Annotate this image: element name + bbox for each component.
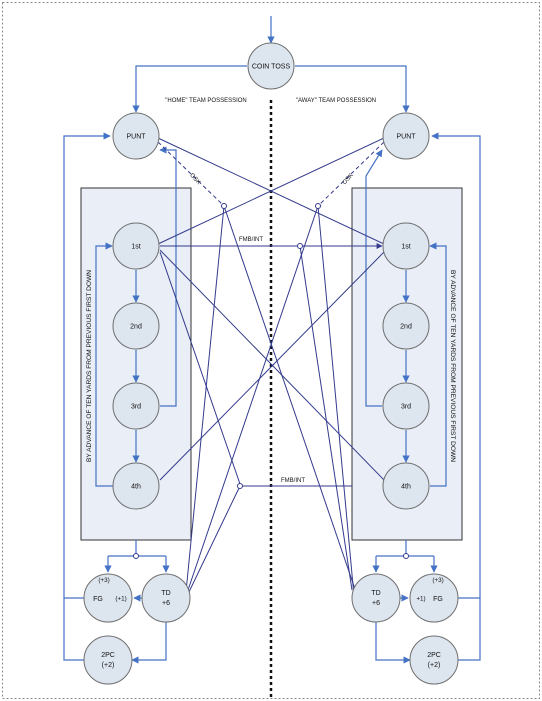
home-possession-label: "HOME" TEAM POSSESSION	[165, 98, 247, 104]
away-fourth-down-node: 4th	[382, 462, 430, 510]
away-first-down-rule-label: BY ADVANCE OF TEN YARDS FROM PREVIOUS FI…	[449, 270, 456, 462]
home-two-point-conversion-node: 2PC (+2)	[83, 635, 133, 685]
away-two-point-conversion-node: 2PC (+2)	[409, 635, 459, 685]
home-2pc-points-label: (+2)	[102, 662, 115, 669]
away-2pc-points-label: (+2)	[428, 662, 441, 669]
home-2pc-label: 2PC	[101, 652, 115, 659]
home-second-down-node: 2nd	[112, 302, 160, 350]
bottom-turnover-label: FMB/INT	[281, 478, 305, 484]
away-third-down-node: 3rd	[382, 382, 430, 430]
home-3rd-label: 3rd	[131, 404, 141, 411]
away-3rd-label: 3rd	[401, 404, 411, 411]
home-third-down-node: 3rd	[112, 382, 160, 430]
home-1st-label: 1st	[131, 244, 140, 251]
away-punt-label: PUNT	[396, 134, 416, 141]
away-second-down-node: 2nd	[382, 302, 430, 350]
away-fg-points-label: (+3)	[432, 577, 443, 584]
away-4th-label: 4th	[401, 484, 411, 491]
away-td-label: TD	[371, 590, 380, 597]
away-2nd-label: 2nd	[400, 324, 412, 331]
home-punt-label: PUNT	[126, 134, 146, 141]
away-fg-label: FG	[433, 596, 443, 603]
home-fg-points-label: (+3)	[98, 577, 109, 584]
top-turnover-label: FMB/INT	[239, 237, 263, 243]
away-fg-extra-point-label: +1)	[416, 596, 425, 603]
home-2nd-label: 2nd	[130, 324, 142, 331]
away-1st-label: 1st	[401, 244, 410, 251]
junction-points	[133, 203, 409, 559]
coin-toss-label: COIN TOSS	[252, 64, 291, 71]
home-punt-node: PUNT	[112, 112, 160, 160]
cross-connectors	[157, 137, 385, 597]
home-td-label: TD	[161, 590, 170, 597]
away-field-goal-node: (+3) +1) FG	[409, 573, 459, 623]
home-field-goal-node: (+3) FG (+1)	[83, 573, 133, 623]
home-first-down-node: 1st	[112, 222, 160, 270]
away-first-down-node: 1st	[382, 222, 430, 270]
home-osk-label: OSK	[188, 173, 201, 186]
away-touchdown-node: TD +6	[351, 573, 401, 623]
away-2pc-label: 2PC	[427, 652, 441, 659]
home-touchdown-node: TD +6	[141, 573, 191, 623]
home-td-points-label: +6	[162, 600, 170, 607]
away-punt-node: PUNT	[382, 112, 430, 160]
home-4th-label: 4th	[131, 484, 141, 491]
home-fourth-down-node: 4th	[112, 462, 160, 510]
home-first-down-rule-label: BY ADVANCE OF TEN YARDS FROM PREVIOUS FI…	[86, 270, 93, 462]
away-possession-label: "AWAY" TEAM POSSESSION	[296, 98, 376, 104]
home-fg-label: FG	[93, 596, 103, 603]
home-fg-extra-point-label: (+1)	[115, 596, 126, 603]
coin-toss-node: COIN TOSS	[247, 42, 295, 90]
away-osk-label: OSK	[342, 173, 355, 186]
flow-connectors	[63, 16, 481, 664]
away-td-points-label: +6	[372, 600, 380, 607]
